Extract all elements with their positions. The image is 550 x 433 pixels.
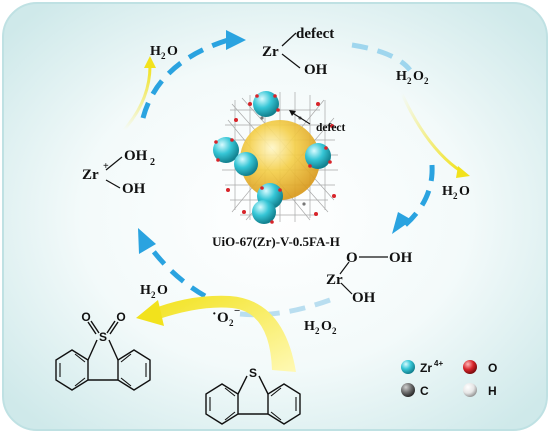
- node-top-bond-1: [281, 32, 297, 47]
- svg-text:O: O: [217, 310, 229, 326]
- arrowhead-top: [226, 30, 246, 50]
- defect-label: defect: [316, 122, 346, 134]
- node-left-metal: Zr: [82, 167, 99, 183]
- cycle-arrow-top-left: [140, 37, 229, 119]
- legend-item-c: C: [401, 383, 429, 398]
- h2o-bottom: H 2 O: [140, 283, 168, 300]
- pore-sphere: [240, 120, 320, 200]
- node-top-defect: defect: [296, 26, 334, 42]
- svg-text:2: 2: [229, 318, 234, 328]
- svg-text:4+: 4+: [434, 359, 443, 368]
- h2o-release-head-right: [456, 166, 470, 178]
- node-right-o: O: [346, 250, 358, 266]
- cycle-arrows: [109, 30, 435, 318]
- sulfone-o2: O: [116, 310, 125, 324]
- svg-text:O: O: [459, 184, 470, 199]
- svg-text:O: O: [488, 361, 497, 375]
- arrowhead-right: [392, 212, 412, 234]
- node-right-metal: Zr: [326, 272, 343, 288]
- svg-text:−: −: [234, 305, 240, 317]
- node-left-bond-2: [105, 179, 121, 189]
- node-left: Zr + OH 2 OH: [82, 148, 155, 197]
- node-right-oh-top: OH: [389, 250, 413, 266]
- legend-swatch-o: [463, 360, 477, 374]
- svg-text:O: O: [167, 44, 178, 59]
- node-left-oh2-sub: 2: [150, 157, 155, 168]
- h2o-right: H 2 O: [442, 184, 470, 201]
- h2o-release-head-top: [144, 56, 156, 68]
- svg-text:2: 2: [424, 76, 429, 86]
- mof-structure: [213, 91, 338, 224]
- superoxide-radical: · O 2 −: [212, 305, 240, 328]
- center-label: UiO-67(Zr)-V-0.5FA-H: [212, 234, 340, 249]
- node-right-oh-bottom: OH: [352, 290, 376, 306]
- svg-text:H: H: [442, 184, 453, 199]
- svg-text:C: C: [420, 384, 429, 398]
- node-top: Zr defect OH: [262, 26, 334, 78]
- dbt-s: S: [249, 366, 257, 380]
- cycle-arrow-top-right: [351, 42, 412, 72]
- svg-text:2: 2: [407, 76, 412, 86]
- node-right-bond-1: [339, 261, 350, 275]
- svg-text:2: 2: [151, 290, 156, 300]
- oxidation-arrow-head: [136, 300, 164, 326]
- node-left-oh: OH: [122, 181, 146, 197]
- svg-text:·: ·: [212, 307, 217, 322]
- node-right: Zr O OH OH: [326, 250, 413, 306]
- sulfone-s: S: [99, 330, 107, 344]
- svg-text:H: H: [304, 319, 315, 334]
- defect-pointer-line: [290, 111, 311, 125]
- arrowhead-left: [138, 228, 156, 254]
- h2o2-bottom: H 2 O 2: [304, 319, 337, 336]
- h2o2-right: H 2 O 2: [396, 69, 429, 86]
- svg-text:2: 2: [332, 326, 337, 336]
- legend: Zr 4+ O C H: [401, 359, 497, 398]
- node-left-charge: +: [103, 161, 109, 172]
- dibenzothiophene-sulfone: [55, 320, 151, 391]
- legend-swatch-c: [401, 383, 415, 397]
- oxidation-arrow-body: [150, 295, 296, 372]
- zr-cluster-mid-left: [234, 152, 258, 176]
- h2o-release-arrow-top: [122, 65, 152, 131]
- node-top-bond-2: [281, 53, 301, 69]
- node-right-bond-2: [340, 282, 353, 295]
- defect-pointer-head: [289, 110, 296, 116]
- node-left-bond-1: [105, 156, 123, 171]
- zr-cluster-bottom-2: [252, 200, 276, 224]
- svg-text:H: H: [150, 44, 161, 59]
- svg-text:Zr: Zr: [420, 361, 432, 375]
- h2o-top: H 2 O: [150, 44, 178, 61]
- svg-text:2: 2: [161, 51, 166, 61]
- sulfone-o1: O: [81, 310, 90, 324]
- cycle-arrow-bottom-right: [239, 297, 331, 318]
- legend-swatch-zr: [401, 360, 415, 374]
- yellow-arrows: [122, 56, 470, 372]
- legend-item-zr: Zr 4+: [401, 359, 443, 375]
- node-top-metal: Zr: [262, 44, 279, 60]
- cycle-arrow-bottom-left: [142, 238, 207, 299]
- zr-cluster-left: [213, 137, 239, 163]
- svg-text:H: H: [396, 69, 407, 84]
- species-labels: H 2 O H 2 O 2 H 2 O H 2 O 2 H 2 O · O: [140, 44, 470, 336]
- svg-text:H: H: [488, 384, 497, 398]
- zr-clusters: [213, 91, 332, 224]
- svg-text:2: 2: [453, 191, 458, 201]
- svg-text:2: 2: [315, 326, 320, 336]
- legend-item-h: H: [463, 383, 497, 398]
- svg-text:O: O: [157, 283, 168, 298]
- node-top-oh: OH: [304, 62, 328, 78]
- legend-swatch-h: [463, 383, 477, 397]
- legend-item-o: O: [463, 360, 497, 375]
- h2o-release-arrow-right: [400, 93, 463, 174]
- svg-text:O: O: [321, 319, 332, 334]
- dibenzothiophene: [205, 375, 301, 425]
- node-left-oh2: OH: [124, 148, 148, 164]
- zr-cluster-right: [305, 143, 331, 169]
- svg-text:H: H: [140, 283, 151, 298]
- svg-text:O: O: [413, 69, 424, 84]
- zr-cluster-top: [253, 91, 279, 117]
